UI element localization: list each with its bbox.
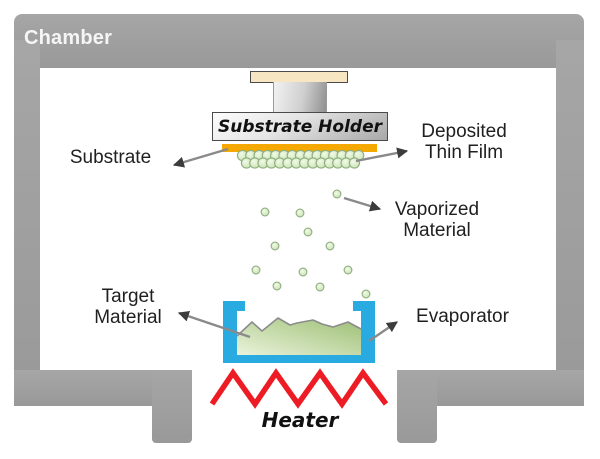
deposited-arrow — [355, 147, 409, 163]
green-particle — [315, 282, 325, 292]
green-particle — [343, 265, 353, 275]
substrate-arrow — [172, 147, 229, 168]
evaporator-arrow — [368, 321, 398, 342]
target-material-shape — [237, 318, 361, 355]
green-particle — [260, 207, 270, 217]
deposited-thin-film-label: Deposited Thin Film — [421, 121, 507, 163]
evaporator-label: Evaporator — [416, 306, 509, 327]
substrate-label: Substrate — [69, 147, 152, 168]
green-particle — [361, 289, 371, 299]
green-particle — [272, 281, 282, 291]
chamber-label: Chamber — [24, 27, 113, 49]
target-material-label: Target Material — [94, 286, 162, 328]
green-particle — [295, 208, 305, 218]
green-particle — [270, 241, 280, 251]
chamber-leg-right — [397, 370, 437, 443]
green-particle — [325, 241, 335, 251]
heater-coil-zigzag — [209, 368, 389, 409]
thin-film-beads-bottom — [240, 157, 361, 169]
green-particle — [251, 265, 261, 275]
substrate-holder-label: Substrate Holder — [217, 116, 382, 137]
chamber-wall-left — [14, 40, 40, 406]
vaporized-material-dots — [251, 189, 371, 299]
chamber-wall-right — [556, 40, 584, 406]
holder-stem — [273, 82, 327, 113]
vaporized-arrow — [343, 196, 382, 212]
green-particle — [303, 227, 313, 237]
annotation-arrows — [172, 147, 409, 342]
substrate-holder-box: Substrate Holder — [212, 112, 388, 141]
chamber-wall-top — [14, 14, 584, 68]
chamber-leg-left — [152, 370, 192, 443]
green-particle — [298, 267, 308, 277]
heater-label: Heater — [261, 408, 339, 432]
vaporized-material-label: Vaporized Material — [394, 199, 480, 241]
substrate-strip — [222, 144, 377, 152]
target-arrow — [177, 310, 251, 339]
green-particle — [332, 189, 342, 199]
crucible-shape — [223, 301, 375, 363]
target-material-surface-line — [236, 317, 362, 337]
